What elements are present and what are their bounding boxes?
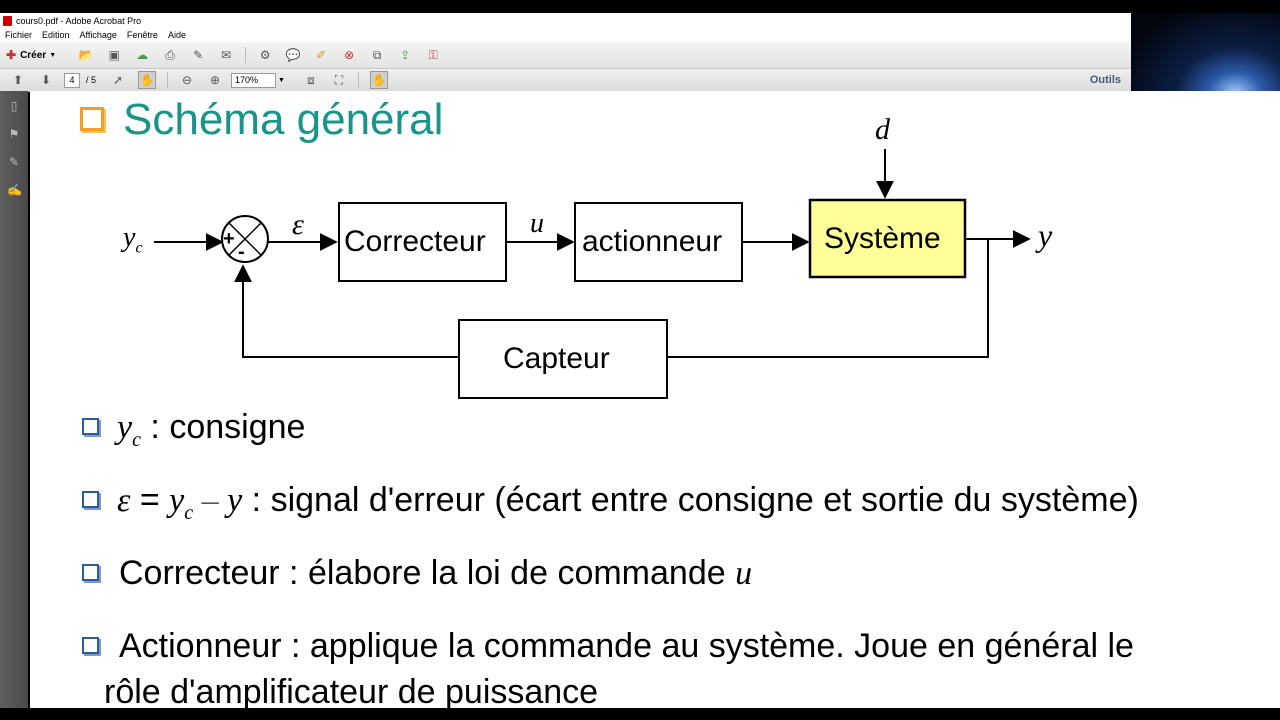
page-total: / 5 bbox=[86, 75, 97, 85]
menu-bar: Fichier Edition Affichage Fenêtre Aide bbox=[0, 28, 1131, 42]
input-label: yc bbox=[123, 222, 143, 257]
menu-edition[interactable]: Edition bbox=[42, 30, 70, 40]
comment-icon[interactable]: 💬 bbox=[285, 48, 301, 62]
toolbar-separator bbox=[357, 72, 359, 88]
toolbar-separator bbox=[167, 72, 169, 88]
systeme-label: Système bbox=[824, 222, 941, 255]
output-label: y bbox=[1038, 217, 1053, 253]
bullet-actionneur-line1: Actionneur : applique la commande au sys… bbox=[119, 627, 1134, 665]
slide-title: Schéma général bbox=[123, 95, 444, 144]
bullet-correcteur: Correcteur : élabore la loi de commande … bbox=[119, 554, 753, 592]
bullet-square-1 bbox=[82, 418, 99, 435]
attachments-icon[interactable]: ✎ bbox=[8, 155, 20, 169]
extract-page-icon[interactable]: ⧉ bbox=[372, 47, 382, 62]
pdf-file-icon bbox=[3, 15, 12, 26]
open-folder-icon[interactable]: 📂 bbox=[78, 48, 94, 62]
page-thumbnails-icon[interactable]: ▯ bbox=[10, 99, 18, 113]
bullet-square-3 bbox=[82, 564, 99, 581]
bottom-letterbox bbox=[0, 708, 1280, 720]
feedback-line-left bbox=[234, 264, 459, 358]
toolbar-separator bbox=[245, 47, 247, 63]
bullet-signal-erreur: ε = yc – y : signal d'erreur (écart entr… bbox=[117, 481, 1139, 524]
navigation-pane: ▯ ⚑ ✎ ✍ bbox=[0, 91, 28, 708]
protect-icon[interactable]: ⚿ bbox=[428, 47, 438, 62]
menu-fenetre[interactable]: Fenêtre bbox=[126, 30, 158, 40]
feedback-line-right bbox=[667, 239, 989, 358]
systeme-block bbox=[808, 198, 967, 279]
create-label: Créer bbox=[20, 49, 47, 61]
main-toolbar: ✚ Créer ▼ 📂 ▣ ☁ ⎙ ✎ ✉ ⚙ 💬 ✐ ⊗ ⧉ ⇪ ⚿ bbox=[0, 42, 1131, 69]
export-icon[interactable]: ⇪ bbox=[400, 48, 411, 62]
bullet-consigne: yc : consigne bbox=[117, 408, 306, 451]
fit-page-icon[interactable]: ⧈ bbox=[307, 72, 315, 87]
actionneur-label: actionneur bbox=[582, 225, 723, 258]
settings-gear-icon[interactable]: ⚙ bbox=[259, 48, 271, 62]
full-screen-icon[interactable]: ⛶ bbox=[334, 72, 344, 87]
create-button[interactable]: ✚ Créer ▼ bbox=[6, 48, 56, 62]
next-page-icon[interactable]: ⬇ bbox=[40, 73, 52, 87]
delete-page-icon[interactable]: ⊗ bbox=[344, 48, 355, 62]
pdf-page: Schéma général yc bbox=[30, 91, 1280, 711]
bullet-square-4 bbox=[82, 637, 99, 654]
tools-panel-button[interactable]: Outils bbox=[1089, 74, 1121, 86]
page-number-input[interactable]: 4 bbox=[64, 72, 80, 88]
title-bullet bbox=[80, 107, 104, 131]
error-label: ε bbox=[292, 208, 304, 241]
correcteur-label: Correcteur bbox=[344, 225, 486, 258]
save-icon[interactable]: ▣ bbox=[108, 48, 120, 62]
bullet-actionneur-line2: rôle d'amplificateur de puissance bbox=[104, 673, 599, 711]
menu-aide[interactable]: Aide bbox=[167, 30, 186, 40]
bullet-square-2 bbox=[82, 491, 99, 508]
zoom-dropdown-icon[interactable]: ▼ bbox=[278, 76, 285, 84]
window-title: cours0.pdf - Adobe Acrobat Pro bbox=[16, 15, 142, 26]
signatures-icon[interactable]: ✍ bbox=[7, 183, 22, 197]
zoom-in-icon[interactable]: ⊕ bbox=[209, 73, 221, 87]
sum-minus-sign: - bbox=[238, 241, 245, 263]
sum-plus-sign: + bbox=[223, 228, 235, 250]
select-cursor-icon[interactable]: ➚ bbox=[112, 73, 124, 87]
hand-tool-icon[interactable]: ✋ bbox=[138, 71, 157, 89]
print-icon[interactable]: ⎙ bbox=[165, 47, 175, 62]
title-bar: cours0.pdf - Adobe Acrobat Pro bbox=[0, 13, 1131, 28]
control-label: u bbox=[530, 208, 544, 239]
edit-page-icon[interactable]: ✎ bbox=[193, 48, 204, 62]
disturbance-label: d bbox=[875, 113, 890, 146]
menu-fichier[interactable]: Fichier bbox=[5, 30, 33, 40]
webcam-overlay bbox=[1131, 13, 1280, 97]
block-diagram bbox=[154, 149, 1031, 399]
navigation-toolbar: ⬆ ⬇ 4 / 5 ➚ ✋ ⊖ ⊕ 170% ▼ ⧈ ⛶ ✋ Outils bbox=[0, 69, 1131, 92]
email-icon[interactable]: ✉ bbox=[221, 48, 232, 62]
cloud-upload-icon[interactable]: ☁ bbox=[136, 48, 149, 62]
capteur-label: Capteur bbox=[503, 342, 610, 375]
previous-page-icon[interactable]: ⬆ bbox=[12, 73, 24, 87]
summing-junction bbox=[221, 215, 269, 263]
create-icon: ✚ bbox=[6, 48, 17, 62]
chevron-down-icon: ▼ bbox=[49, 51, 57, 59]
zoom-level-field[interactable]: 170% bbox=[231, 72, 277, 88]
correcteur-block bbox=[338, 202, 507, 282]
bookmarks-icon[interactable]: ⚑ bbox=[8, 127, 20, 141]
highlight-icon[interactable]: ✐ bbox=[316, 48, 327, 62]
capteur-block bbox=[458, 319, 668, 399]
zoom-out-icon[interactable]: ⊖ bbox=[181, 73, 193, 87]
menu-affichage[interactable]: Affichage bbox=[79, 30, 117, 40]
read-mode-icon[interactable]: ✋ bbox=[369, 71, 388, 89]
